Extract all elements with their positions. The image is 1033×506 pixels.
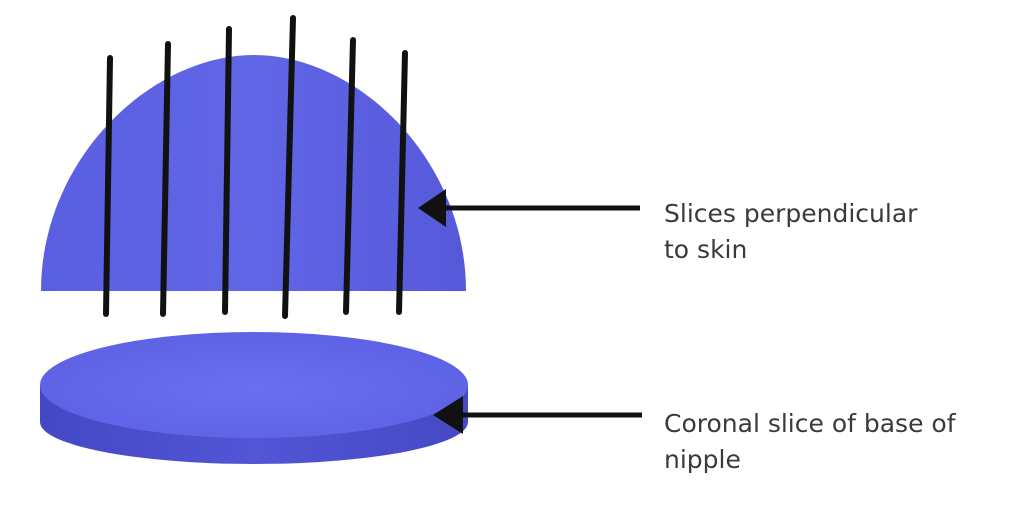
label-slices-line1: Slices perpendicular bbox=[664, 196, 917, 232]
coronal-disc-top bbox=[40, 332, 468, 438]
label-coronal: Coronal slice of base of nipple bbox=[664, 406, 956, 478]
label-slices-line2: to skin bbox=[664, 232, 917, 268]
slice-line-1 bbox=[106, 58, 110, 314]
label-coronal-line1: Coronal slice of base of bbox=[664, 406, 956, 442]
label-coronal-line2: nipple bbox=[664, 442, 956, 478]
slice-line-3 bbox=[225, 29, 229, 312]
label-slices: Slices perpendicular to skin bbox=[664, 196, 917, 268]
